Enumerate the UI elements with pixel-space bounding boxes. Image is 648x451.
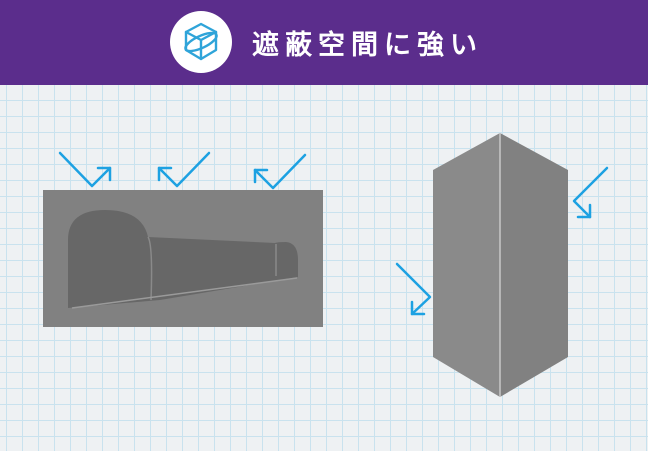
signal-arrow-icon bbox=[58, 151, 112, 188]
signal-arrow-icon bbox=[395, 262, 432, 316]
corner-wall bbox=[433, 133, 568, 397]
logo-badge bbox=[170, 11, 232, 73]
signal-arrow-icon bbox=[253, 153, 307, 190]
shielding-diagram bbox=[43, 133, 609, 397]
corner-wall-right-face bbox=[500, 133, 568, 397]
signal-arrow-icon bbox=[157, 151, 211, 188]
tunnel-wall bbox=[68, 210, 298, 308]
header-content: 遮蔽空間に強い bbox=[170, 10, 483, 74]
tunnel-edge bbox=[147, 236, 153, 301]
corner-wall-left-face bbox=[433, 133, 500, 397]
tunnel-floor-line bbox=[71, 277, 298, 309]
page-title: 遮蔽空間に強い bbox=[252, 29, 483, 61]
tunnel-block bbox=[43, 190, 323, 327]
arrows bbox=[58, 151, 609, 316]
signal-arrow-icon bbox=[572, 166, 609, 219]
cube-icon bbox=[184, 22, 218, 61]
header-banner: 遮蔽空間に強い bbox=[0, 0, 648, 85]
